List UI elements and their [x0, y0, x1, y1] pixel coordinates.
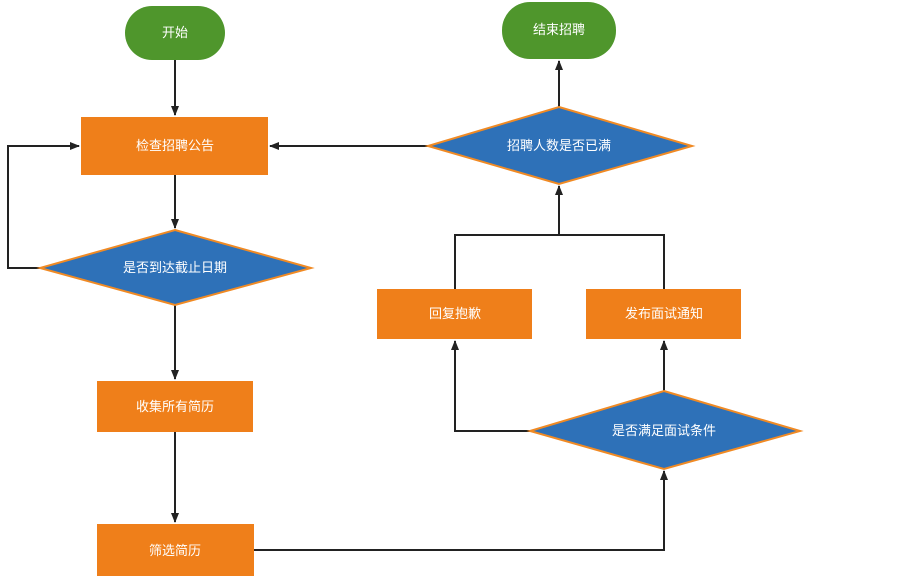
screen-resumes-label: 筛选简历	[149, 543, 201, 559]
quota-decision-node: 招聘人数是否已满	[424, 105, 696, 186]
edge-screen-to-interview	[254, 470, 668, 551]
interview-decision-node: 是否满足面试条件	[526, 389, 804, 471]
end-node: 结束招聘	[502, 2, 616, 59]
check-notice-label: 检查招聘公告	[136, 139, 214, 154]
start-node: 开始	[125, 6, 225, 60]
send-interview-notice-label: 发布面试通知	[625, 306, 703, 322]
quota-decision-label: 招聘人数是否已满	[507, 139, 611, 154]
edge-reply-to-quota	[454, 234, 559, 289]
send-interview-notice-node: 发布面试通知	[586, 289, 741, 339]
screen-resumes-node: 筛选简历	[97, 524, 254, 576]
edges	[7, 60, 668, 551]
end-label: 结束招聘	[533, 23, 585, 38]
collect-resumes-label: 收集所有简历	[136, 399, 214, 415]
reply-apology-node: 回复抱歉	[377, 289, 532, 339]
edge-deadline-loop-to-check	[7, 142, 80, 269]
deadline-decision-node: 是否到达截止日期	[36, 228, 315, 307]
check-notice-node: 检查招聘公告	[81, 117, 268, 175]
edge-notice-to-quota	[559, 234, 665, 289]
edge-interview-to-reply	[451, 340, 530, 432]
reply-apology-label: 回复抱歉	[429, 306, 481, 322]
start-label: 开始	[162, 26, 188, 41]
deadline-decision-label: 是否到达截止日期	[123, 261, 227, 276]
collect-resumes-node: 收集所有简历	[97, 381, 253, 432]
interview-decision-label: 是否满足面试条件	[612, 423, 716, 439]
